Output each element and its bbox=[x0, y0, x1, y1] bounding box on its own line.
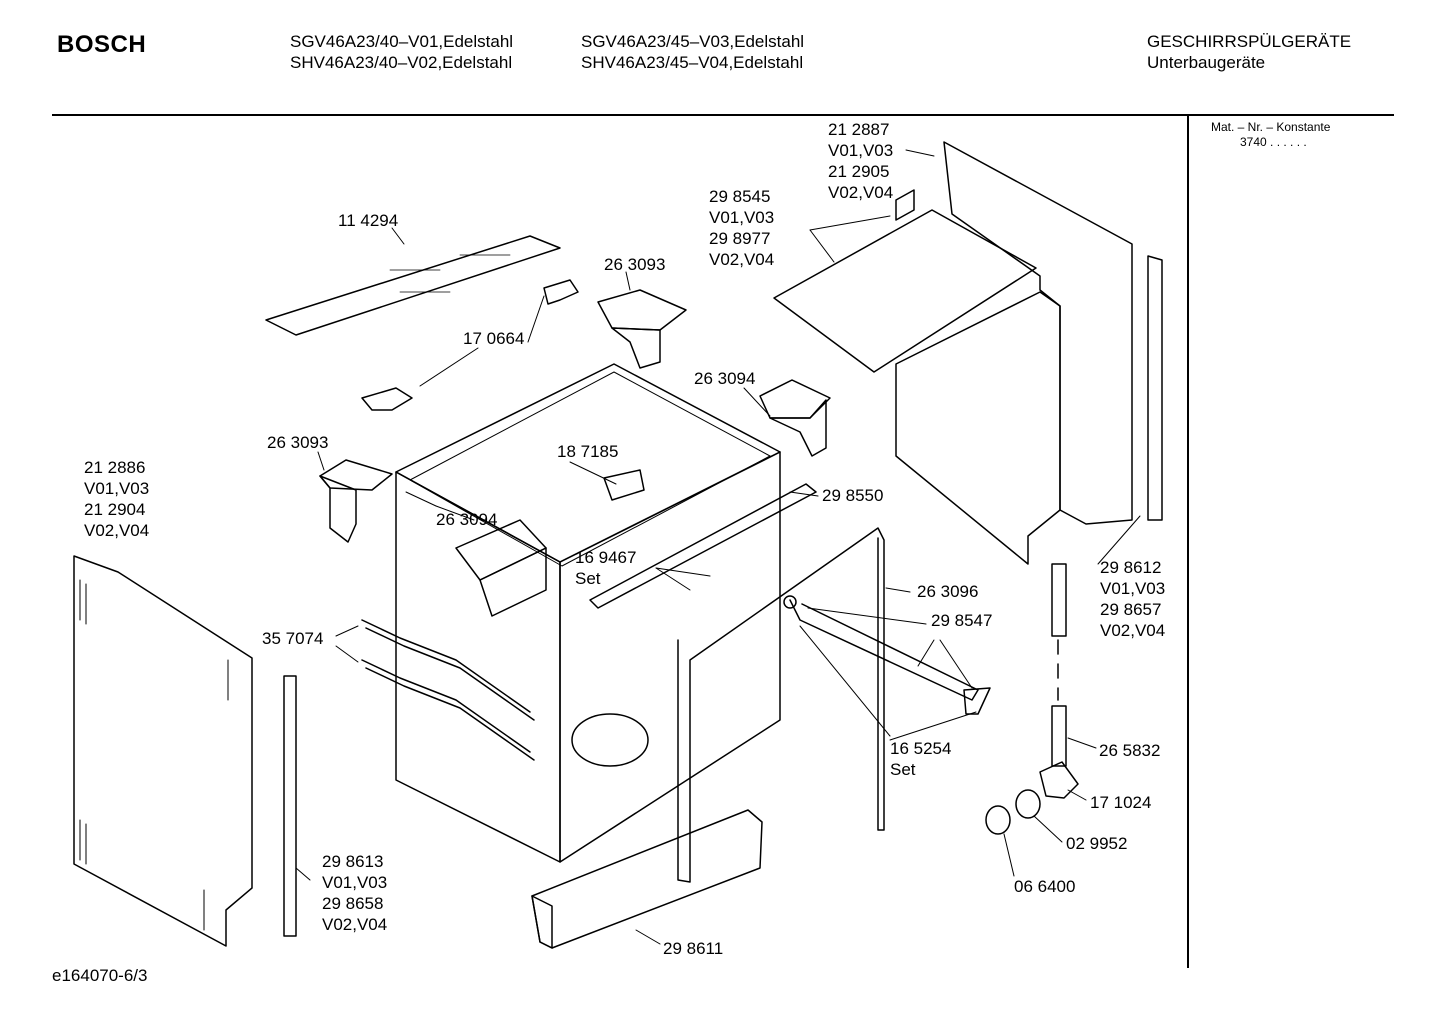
gasket-263096 bbox=[677, 527, 885, 883]
part-label: 26 3093 bbox=[267, 433, 329, 452]
bracket-lower bbox=[361, 387, 413, 411]
part-label: V02,V04 bbox=[828, 183, 894, 202]
base-profile bbox=[531, 809, 763, 949]
part-label: 29 8613 bbox=[322, 852, 384, 871]
seal-029952 bbox=[1015, 789, 1041, 819]
model-line-2: SHV46A23/40–V02,Edelstahl bbox=[290, 53, 513, 72]
part-label: V02,V04 bbox=[1100, 621, 1166, 640]
part-label: 35 7074 bbox=[262, 629, 324, 648]
part-label: 11 4294 bbox=[338, 211, 399, 230]
part-label: 06 6400 bbox=[1014, 877, 1076, 896]
part-label: 17 1024 bbox=[1090, 793, 1152, 812]
spray-arm bbox=[783, 595, 991, 715]
part-label: 29 8977 bbox=[709, 229, 771, 248]
part-label: 26 5832 bbox=[1099, 741, 1161, 760]
part-label: 26 3093 bbox=[604, 255, 666, 274]
tub-body bbox=[395, 363, 781, 863]
part-label: 21 2905 bbox=[828, 162, 890, 181]
part-label: V01,V03 bbox=[322, 873, 388, 892]
part-label: V01,V03 bbox=[709, 208, 775, 227]
part-label: V02,V04 bbox=[322, 915, 388, 934]
part-label: 21 2887 bbox=[828, 120, 890, 139]
bracket-187185 bbox=[603, 469, 645, 501]
sidebar-title: Mat. – Nr. – Konstante bbox=[1211, 120, 1331, 134]
subcategory-title: Unterbaugeräte bbox=[1147, 53, 1266, 72]
side-panel-right bbox=[895, 141, 1133, 565]
part-label: 29 8611 bbox=[663, 939, 724, 958]
part-label: Set bbox=[575, 569, 601, 588]
clip-263094-right bbox=[759, 379, 831, 457]
strip-298612 bbox=[1147, 255, 1163, 521]
category-title: GESCHIRRSPÜLGERÄTE bbox=[1147, 32, 1352, 51]
part-label: V02,V04 bbox=[84, 521, 150, 540]
part-label: 26 3094 bbox=[436, 510, 498, 529]
part-label: 29 8545 bbox=[709, 187, 771, 206]
sidebar-divider bbox=[1187, 116, 1189, 968]
side-panel-left bbox=[73, 555, 253, 947]
bracket-top bbox=[543, 279, 579, 305]
header-divider bbox=[52, 114, 1394, 116]
brand-logo: BOSCH bbox=[57, 31, 147, 58]
part-label: 29 8547 bbox=[931, 611, 993, 630]
strip-298613 bbox=[283, 675, 297, 937]
part-label: 29 8657 bbox=[1100, 600, 1162, 619]
cap-066400 bbox=[985, 805, 1011, 835]
part-label: 18 7185 bbox=[557, 442, 619, 461]
drain-hose bbox=[1051, 563, 1067, 767]
elbow-171024 bbox=[1039, 761, 1079, 799]
clip-263093-left bbox=[319, 459, 393, 543]
model-line-3: SGV46A23/45–V03,Edelstahl bbox=[581, 32, 805, 51]
top-plate bbox=[773, 189, 1037, 373]
part-label: 26 3094 bbox=[694, 369, 756, 388]
model-line-4: SHV46A23/45–V04,Edelstahl bbox=[581, 53, 804, 72]
part-label: 29 8550 bbox=[822, 486, 884, 505]
top-strip-part bbox=[265, 235, 561, 336]
part-label: 16 5254 bbox=[890, 739, 952, 758]
rail-357074-a bbox=[361, 619, 531, 713]
rail-298550 bbox=[589, 483, 817, 609]
part-label: 29 8658 bbox=[322, 894, 384, 913]
part-label: V01,V03 bbox=[84, 479, 150, 498]
rail-357074-b bbox=[361, 659, 531, 753]
model-line-1: SGV46A23/40–V01,Edelstahl bbox=[290, 32, 514, 51]
drawing-id: e164070-6/3 bbox=[52, 966, 148, 985]
part-label: 29 8612 bbox=[1100, 558, 1162, 577]
part-label: V01,V03 bbox=[828, 141, 894, 160]
part-label: 16 9467 bbox=[575, 548, 637, 567]
part-label: 21 2886 bbox=[84, 458, 146, 477]
sidebar-value: 3740 . . . . . . bbox=[1240, 135, 1307, 149]
clip-263093-top bbox=[597, 289, 687, 369]
part-label: 26 3096 bbox=[917, 582, 979, 601]
part-label: 02 9952 bbox=[1066, 834, 1128, 853]
part-label: 21 2904 bbox=[84, 500, 146, 519]
part-label: Set bbox=[890, 760, 916, 779]
part-label: V02,V04 bbox=[709, 250, 775, 269]
part-label: 17 0664 bbox=[463, 329, 525, 348]
part-label: V01,V03 bbox=[1100, 579, 1166, 598]
